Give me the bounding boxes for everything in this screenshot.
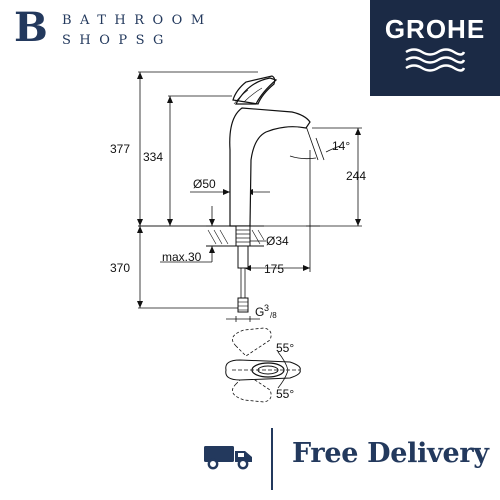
logo-line-2: SHOPSG	[62, 33, 172, 48]
dim-max-thickness: max.30	[162, 250, 202, 264]
wave-icon	[405, 48, 466, 72]
dim-connection-den: /8	[270, 311, 277, 320]
delivery-truck-icon	[204, 446, 252, 470]
free-delivery-text: Free Delivery	[292, 438, 489, 469]
dim-below-height: 370	[110, 261, 130, 275]
dim-connection-num: 3	[264, 303, 269, 313]
brand-name: GROHE	[384, 14, 486, 44]
bathroom-shopsg-logo-letter: B	[14, 4, 48, 51]
footer-divider	[271, 428, 273, 490]
dim-height-total: 377	[110, 142, 130, 156]
dim-rotation-up: 55°	[276, 341, 294, 355]
dim-connection-g: G	[255, 305, 264, 319]
logo-line-1: BATHROOM	[62, 13, 213, 28]
dim-height-body: 334	[143, 150, 163, 164]
dim-rotation-down: 55°	[276, 387, 294, 401]
dim-spout-angle: 14°	[332, 139, 350, 153]
dim-spout-reach: 175	[264, 262, 284, 276]
dim-diameter-base: Ø50	[193, 177, 216, 191]
dim-spout-height: 244	[346, 169, 366, 183]
dim-hole-diameter: Ø34	[266, 234, 289, 248]
grohe-brand-box: GROHE	[370, 0, 500, 96]
